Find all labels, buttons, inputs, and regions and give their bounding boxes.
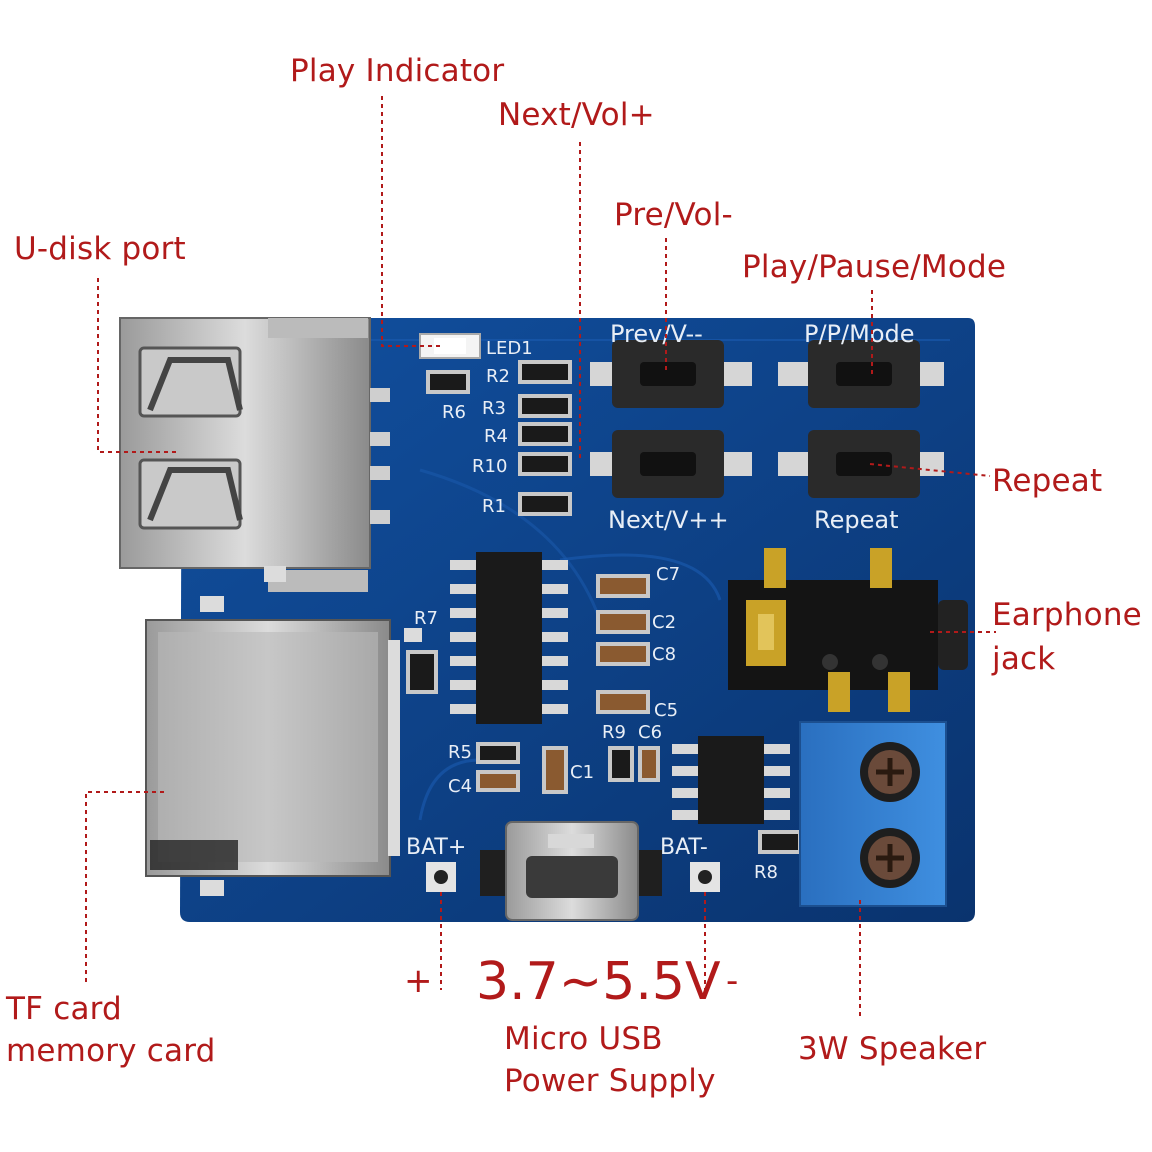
label-usb-line2: Power Supply xyxy=(504,1063,716,1099)
capacitor-array xyxy=(476,574,660,794)
label-minus-sign: - xyxy=(726,961,739,1001)
silk-r8: R8 xyxy=(754,862,778,883)
silk-c5: C5 xyxy=(654,700,678,721)
label-pre-vol: Pre/Vol- xyxy=(614,197,733,233)
silk-r4: R4 xyxy=(484,426,508,447)
label-earphone-line1: Earphone xyxy=(992,597,1142,633)
resistor-array xyxy=(406,360,802,854)
silk-c7: C7 xyxy=(656,564,680,585)
silk-r5: R5 xyxy=(448,742,472,763)
silk-next-button: Next/V++ xyxy=(608,506,729,534)
label-tf-line2: memory card xyxy=(6,1033,216,1069)
label-tf-line1: TF card xyxy=(6,991,122,1027)
tf-card-slot xyxy=(145,619,400,877)
silk-r2: R2 xyxy=(486,366,510,387)
silk-r10: R10 xyxy=(472,456,507,477)
silk-c8: C8 xyxy=(652,644,676,665)
silk-r6: R6 xyxy=(442,402,466,423)
label-plus-sign: + xyxy=(404,961,433,1001)
silk-led1: LED1 xyxy=(486,338,533,359)
battery-pads xyxy=(426,862,720,892)
silk-repeat-button: Repeat xyxy=(814,506,898,534)
decoder-chip xyxy=(450,552,568,724)
earphone-jack xyxy=(728,548,968,712)
silk-ppmode-button: P/P/Mode xyxy=(804,320,915,348)
label-repeat: Repeat xyxy=(992,463,1103,499)
silk-r7: R7 xyxy=(414,608,438,629)
silkscreen-labels: LED1 R2 R3 R4 R10 R1 R6 R7 R5 C4 C1 C7 C… xyxy=(406,320,915,883)
silk-r9: R9 xyxy=(602,722,626,743)
leader-play-indicator xyxy=(381,96,440,347)
label-earphone-line2: jack xyxy=(992,641,1056,677)
amplifier-chip xyxy=(672,736,790,824)
label-usb-line1: Micro USB xyxy=(504,1021,663,1057)
silk-r1: R1 xyxy=(482,496,506,517)
tactile-buttons xyxy=(590,340,944,498)
label-play-pause-mode: Play/Pause/Mode xyxy=(742,249,1007,285)
silk-c1: C1 xyxy=(570,762,594,783)
label-next-vol: Next/Vol+ xyxy=(498,97,655,133)
silk-c4: C4 xyxy=(448,776,472,797)
label-u-disk-port: U-disk port xyxy=(14,231,186,267)
silk-c2: C2 xyxy=(652,612,676,633)
leader-u-disk xyxy=(97,278,178,453)
usb-a-port xyxy=(119,317,390,592)
silk-r3: R3 xyxy=(482,398,506,419)
silk-c6: C6 xyxy=(638,722,662,743)
label-speaker: 3W Speaker xyxy=(798,1031,987,1067)
silk-prev-button: Prev/V-- xyxy=(610,320,703,348)
label-play-indicator: Play Indicator xyxy=(290,53,505,89)
silk-bat-plus: BAT+ xyxy=(406,835,466,860)
label-voltage: 3.7~5.5V xyxy=(476,952,721,1012)
micro-usb-port xyxy=(480,821,662,921)
speaker-terminal xyxy=(799,721,947,907)
callout-leaders xyxy=(85,96,996,1020)
silk-bat-minus: BAT- xyxy=(660,835,708,860)
